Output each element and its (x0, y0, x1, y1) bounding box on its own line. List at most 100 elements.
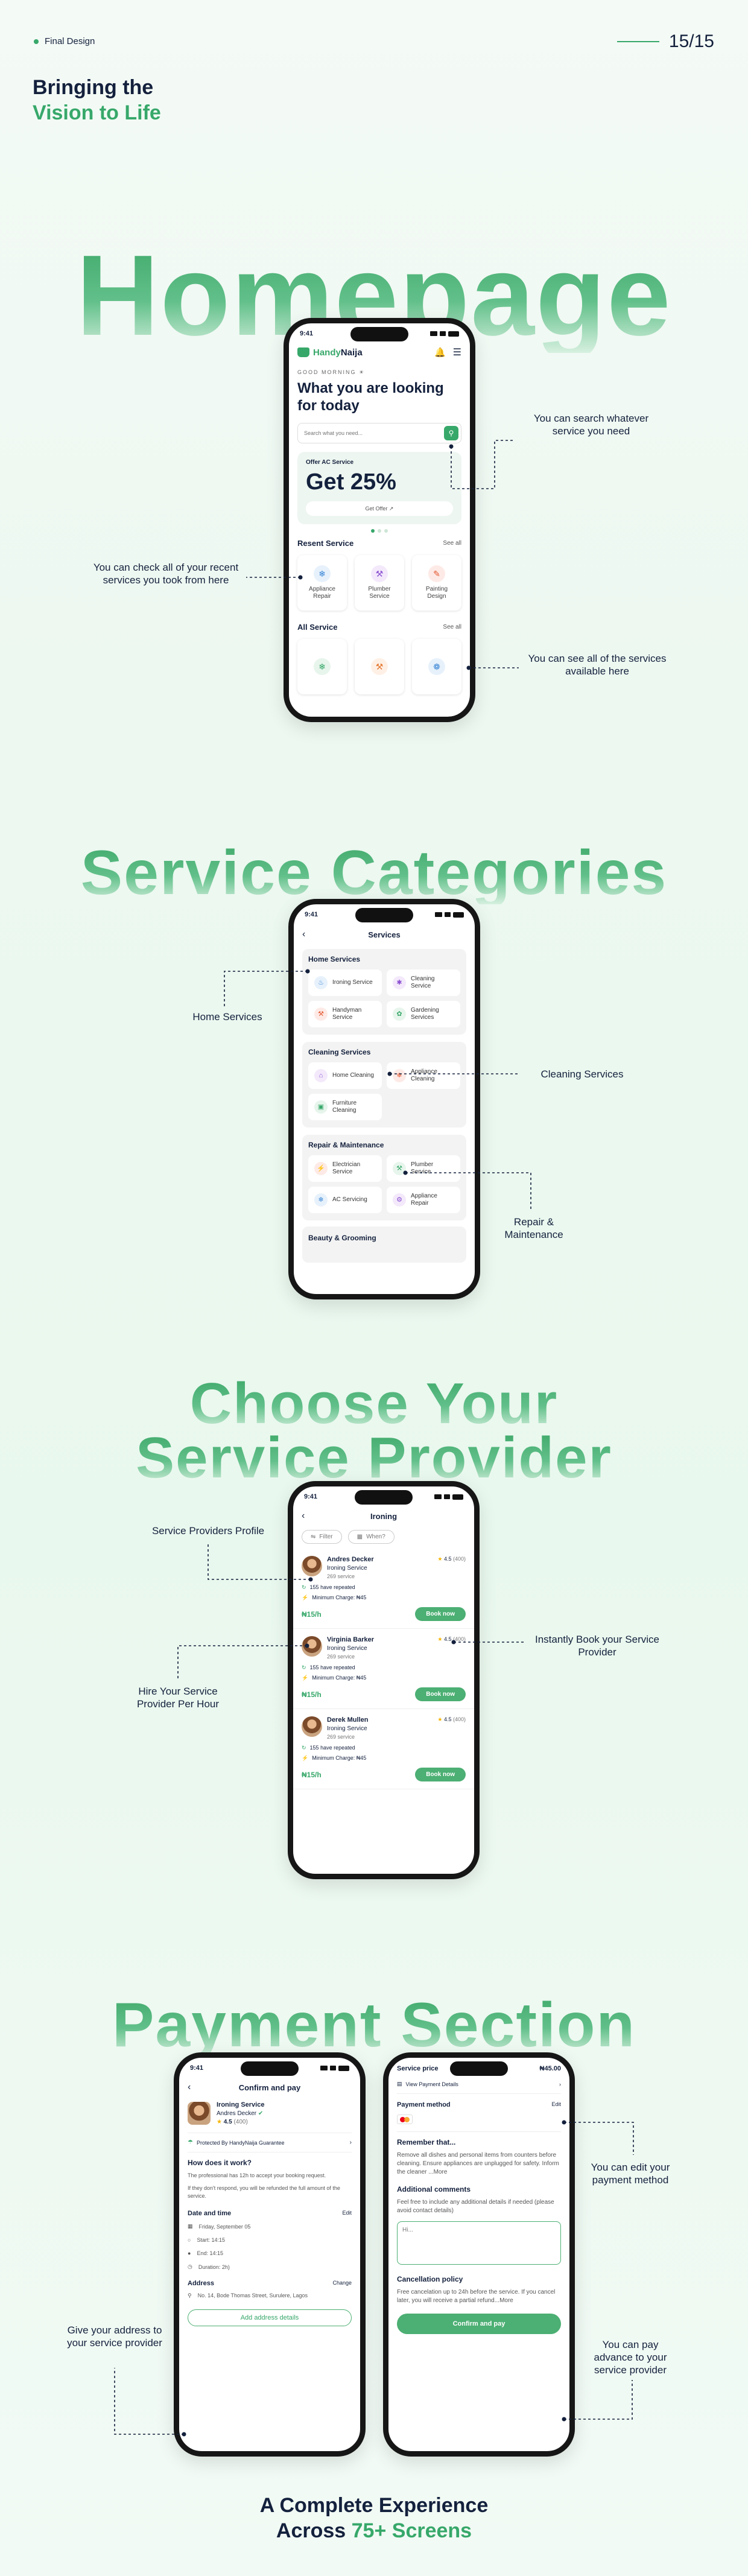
category-item[interactable]: ✱Cleaning Service (387, 969, 460, 996)
logo-icon (297, 347, 309, 357)
payment-method-title: Payment method (397, 2101, 451, 2108)
confirm-and-pay-button[interactable]: Confirm and pay (397, 2314, 561, 2334)
service-count: 269 service (327, 1573, 355, 1579)
service-tile[interactable]: ⚒ (355, 639, 404, 694)
annotation-edit-payment: You can edit your payment method (591, 2162, 670, 2186)
service-icon: ✎ (428, 565, 445, 582)
rating: ★ 4.5 (400) (437, 1716, 466, 1722)
menu-icon[interactable]: ☰ (452, 347, 461, 358)
filter-icon: ⇋ (311, 1534, 316, 1540)
recent-service-tile[interactable]: ⚒Plumber Service (355, 555, 404, 611)
recent-service-tile[interactable]: ✎Painting Design (412, 555, 461, 611)
search-input[interactable] (304, 430, 425, 436)
comments-input[interactable] (397, 2221, 561, 2265)
when-chip[interactable]: ▦When? (347, 1530, 395, 1544)
back-arrow-icon[interactable]: ‹ (302, 929, 306, 939)
category-item[interactable]: ⚡ Electrician Service (308, 1155, 382, 1182)
view-payment-details[interactable]: ▤View Payment Details› (397, 2081, 561, 2094)
service-tile[interactable]: ❁ (412, 639, 461, 694)
search-icon[interactable]: ⚲ (444, 426, 458, 440)
category-item[interactable]: ⚙Appliance Repair (387, 1187, 460, 1213)
annotation-all: You can see all of the services availabl… (528, 653, 667, 677)
avatar (188, 2102, 211, 2125)
category-item[interactable]: ⌂Home Cleaning (308, 1062, 382, 1089)
category-item[interactable]: ❄ AC Servicing (308, 1187, 382, 1213)
category-item[interactable]: ⚒Handyman Service (308, 1001, 382, 1027)
offer-label: Offer AC Service (306, 459, 354, 466)
edit-date-link[interactable]: Edit (342, 2210, 352, 2216)
status-bar: 9:41 (293, 1486, 474, 1507)
category-item[interactable]: ▣Furniture Cleaning (308, 1094, 382, 1120)
category-list: Home Services♨Ironing Service✱Cleaning S… (294, 949, 475, 1220)
provider-card[interactable]: Virginia Barker★ 4.5 (400)Ironing Servic… (293, 1629, 474, 1709)
calendar-icon: ▦ (357, 1534, 363, 1540)
service-price-value: ₦45.00 (539, 2065, 561, 2072)
service-label: Plumber Service (368, 586, 391, 600)
nav-bar: ‹ Confirm and pay (179, 2078, 360, 2096)
book-now-button[interactable]: Book now (415, 1768, 466, 1781)
all-services-row: ❄ ⚒ ❁ (297, 639, 461, 694)
how-text-2: If they don't respond, you will be refun… (188, 2185, 340, 2199)
screen-title: Services (368, 930, 401, 939)
add-address-button[interactable]: Add address details (188, 2309, 352, 2326)
book-now-button[interactable]: Book now (415, 1687, 466, 1701)
dynamic-island (355, 1490, 413, 1505)
group-title: Beauty & Grooming (308, 1234, 376, 1242)
filter-chip[interactable]: ⇋Filter (302, 1530, 342, 1544)
payment-phone: Service price₦45.00 ▤View Payment Detail… (383, 2052, 575, 2457)
category-icon: ⚒ (393, 1162, 406, 1175)
book-now-button[interactable]: Book now (415, 1607, 466, 1621)
recent-see-all[interactable]: See all (443, 540, 461, 547)
service-tile[interactable]: ❄ (297, 639, 347, 694)
category-icon: ✱ (393, 976, 406, 989)
all-services-see-all[interactable]: See all (443, 624, 461, 630)
rating-row: ★ 4.5 (400) (217, 2119, 248, 2125)
ac-icon: ❄ (314, 658, 331, 675)
screen-title: Ironing (370, 1511, 398, 1521)
change-address-link[interactable]: Change (332, 2280, 352, 2286)
address-title: Address (188, 2280, 215, 2287)
guarantee-row[interactable]: ☂Protected By HandyNaija Guarantee› (188, 2133, 352, 2152)
category-icon: ⚡ (314, 1162, 328, 1175)
provider-service: Ironing Service (327, 1565, 367, 1572)
category-item[interactable]: ❄Appliance Cleaning (387, 1062, 460, 1089)
back-arrow-icon[interactable]: ‹ (188, 2082, 191, 2092)
location-icon: ⚲ (188, 2292, 192, 2298)
category-label: AC Servicing (332, 1196, 367, 1203)
edit-payment-link[interactable]: Edit (551, 2101, 561, 2107)
category-label: Electrician Service (332, 1161, 361, 1175)
get-offer-button[interactable]: Get Offer ↗ (306, 501, 453, 516)
minimum-charge: Minimum Charge: ₦45 (312, 1755, 367, 1761)
category-item[interactable]: ⚒ Plumber Service (387, 1155, 460, 1182)
verified-icon: ✔ (258, 2110, 264, 2117)
category-item[interactable]: ✿Gardening Services (387, 1001, 460, 1027)
annotation-advance: You can pay advance to your service prov… (594, 2339, 667, 2376)
bell-icon[interactable]: 🔔 (434, 347, 446, 358)
bolt-icon: ⚡ (302, 1594, 309, 1600)
offer-card[interactable]: Offer AC Service Get 25% Get Offer ↗ (297, 452, 461, 524)
category-icon: ❄ (314, 1193, 328, 1207)
annotation-home-services: Home Services (192, 1011, 262, 1023)
start-dot-icon: ○ (188, 2237, 191, 2243)
annotation-profile: Service Providers Profile (151, 1525, 265, 1537)
provider-service: Ironing Service (327, 1645, 367, 1652)
back-arrow-icon[interactable]: ‹ (302, 1511, 305, 1521)
search-bar[interactable]: ⚲ (297, 423, 461, 443)
minimum-charge: Minimum Charge: ₦45 (312, 1594, 367, 1600)
category-label: Appliance Repair (411, 1193, 437, 1207)
footer-line-1: A Complete Experience (259, 2494, 489, 2517)
beauty-grooming-group: Beauty & Grooming (302, 1226, 466, 1263)
all-services-title: All Service (297, 623, 338, 632)
category-item[interactable]: ♨Ironing Service (308, 969, 382, 996)
drop-icon: ❁ (428, 658, 445, 675)
providers-phone: 9:41 ‹ Ironing ⇋Filter ▦When? Andres Dec… (288, 1481, 480, 1879)
date-time-list: ▦Friday, September 05 ○Start: 14:15 ●End… (188, 2223, 251, 2270)
category-label: Plumber Service (411, 1161, 434, 1175)
recent-title: Resent Service (297, 539, 354, 548)
recent-service-tile[interactable]: ❄Appliance Repair (297, 555, 347, 611)
tools-icon: ⚒ (371, 658, 388, 675)
payment-title: Payment Section (112, 1990, 636, 2060)
shield-icon: ☂ (188, 2139, 193, 2146)
